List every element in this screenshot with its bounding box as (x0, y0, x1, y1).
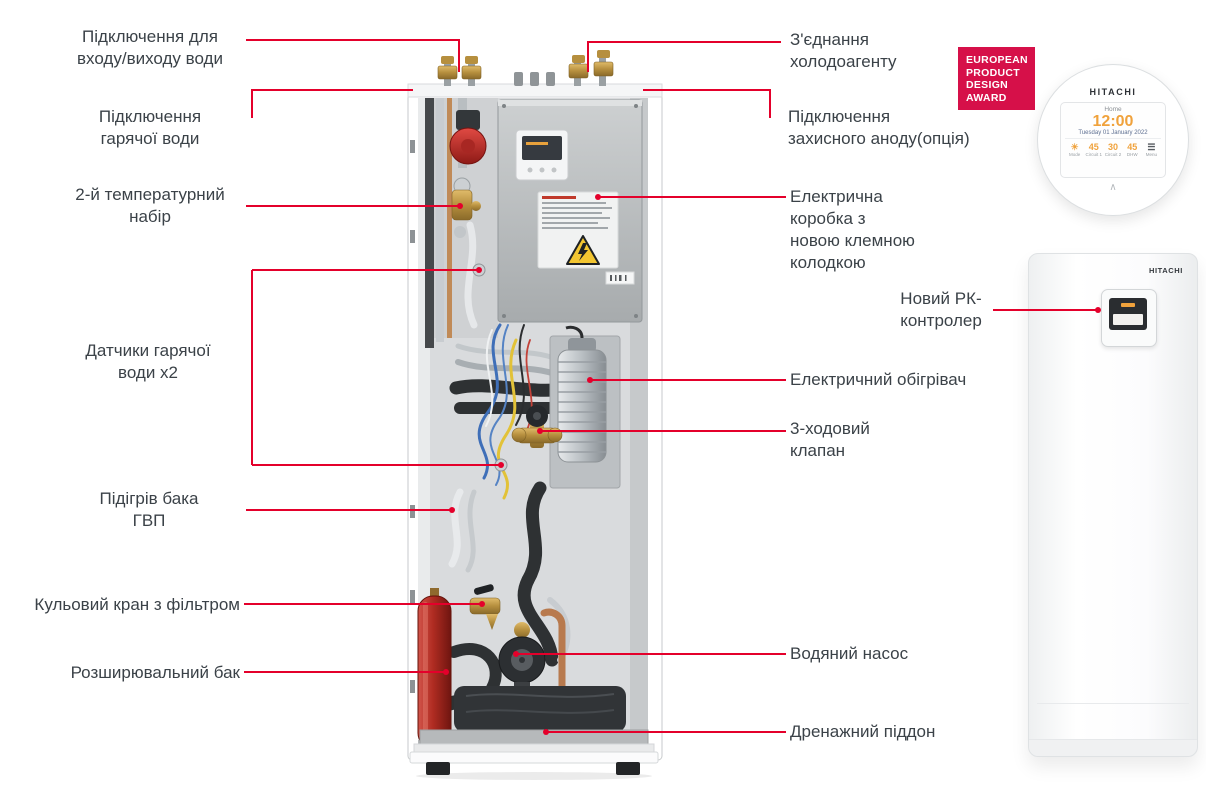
warning-triangle-icon (566, 235, 600, 265)
label-electrical-box: Електрична коробка з новою клемною колод… (790, 187, 915, 272)
label-dhw-tank-heating: Підігрів бака ГВП (99, 489, 199, 530)
controller-screen: Home 12:00 Tuesday 01 January 2022 ☀ Mod… (1060, 102, 1166, 178)
label-ball-valve-filter: Кульовий кран з фільтром (34, 595, 240, 614)
label-new-lcd-controller: Новий РК- контролер (900, 289, 982, 330)
rating-sticker (537, 191, 619, 269)
barcode-sticker (605, 271, 635, 285)
label-hot-water-connection: Підключення гарячої води (98, 107, 202, 148)
label-water-inlet-outlet: Підключення для входу/виходу води (77, 27, 223, 68)
expansion-tank (417, 588, 452, 749)
second-temp-kit-valve (451, 177, 481, 238)
screen-title: Home (1104, 106, 1122, 113)
chevron-up-icon: ∧ (1109, 182, 1117, 193)
mini-screen-glow (1121, 303, 1135, 307)
label-dhw-sensors: Датчики гарячої води x2 (85, 341, 211, 382)
sun-icon: ☀ (1070, 142, 1079, 152)
label-drain-pan: Дренажний піддон (790, 722, 936, 741)
european-product-design-award-badge: EUROPEAN PRODUCT DESIGN AWARD (958, 47, 1035, 110)
menu-cell: ☰ Menu (1142, 142, 1161, 157)
lcd-controller-zoom: HITACHI Home 12:00 Tuesday 01 January 20… (1037, 64, 1189, 216)
award-line: DESIGN (966, 79, 1009, 91)
top-pipe-fittings (437, 50, 614, 86)
circuit2-cell: 30 Circuit 2 (1103, 142, 1122, 157)
cabinet-base (1029, 739, 1197, 756)
menu-icon: ☰ (1147, 142, 1156, 152)
bottom-insulation-block (454, 686, 626, 732)
circuit2-value: 30 (1108, 142, 1119, 152)
circuit1-cell: 45 Circuit 1 (1084, 142, 1103, 157)
cell-label: Circuit 1 (1085, 152, 1103, 157)
electrical-box (497, 99, 643, 323)
drain-pan (413, 729, 655, 754)
label-electric-heater: Електричний обігрівач (790, 370, 967, 389)
label-water-pump: Водяний насос (790, 644, 909, 663)
dhw-cell: 45 DHW (1123, 142, 1142, 157)
screen-status-row: ☀ Mode 45 Circuit 1 30 Circuit 2 45 DHW … (1065, 142, 1161, 157)
label-expansion-tank: Розширювальний бак (70, 663, 240, 682)
heat-pump-open-unit (400, 40, 666, 780)
dhw-value: 45 (1127, 142, 1138, 152)
cell-label: Mode (1068, 152, 1081, 157)
label-three-way-valve: 3-ходовий клапан (790, 419, 870, 460)
label-refrigerant-connection: З'єднання холодоагенту (790, 30, 897, 71)
award-line: PRODUCT (966, 66, 1021, 79)
leader-hot-water-connection (251, 89, 413, 118)
controller-mini-screen (1109, 298, 1147, 330)
cell-label: Circuit 2 (1104, 152, 1122, 157)
screen-date: Tuesday 01 January 2022 (1065, 130, 1161, 139)
heat-pump-closed-unit: HITACHI (1028, 253, 1198, 757)
cell-label: Menu (1145, 152, 1158, 157)
screen-time: 12:00 (1092, 113, 1134, 130)
circuit1-value: 45 (1088, 142, 1099, 152)
box-display (515, 129, 569, 181)
cell-label: DHW (1126, 152, 1138, 157)
award-line: EUROPEAN (966, 54, 1028, 66)
base-and-feet (409, 751, 659, 780)
award-line: AWARD (966, 91, 1007, 104)
open-unit-illustration (407, 50, 663, 780)
label-second-temp-kit: 2-й температурний набір (75, 185, 225, 226)
unit-mounted-controller (1101, 289, 1157, 347)
hitachi-logo: HITACHI (1148, 266, 1183, 275)
mini-screen-strip (1113, 314, 1143, 325)
label-protective-anode: Підключення захисного аноду(опція) (788, 107, 970, 148)
mode-cell: ☀ Mode (1065, 142, 1084, 157)
circulation-pump (449, 98, 487, 168)
electric-heater (549, 325, 621, 489)
ball-valve-filter (469, 584, 501, 630)
cabinet-seam (1037, 703, 1189, 704)
hitachi-logo: HITACHI (1089, 87, 1137, 97)
